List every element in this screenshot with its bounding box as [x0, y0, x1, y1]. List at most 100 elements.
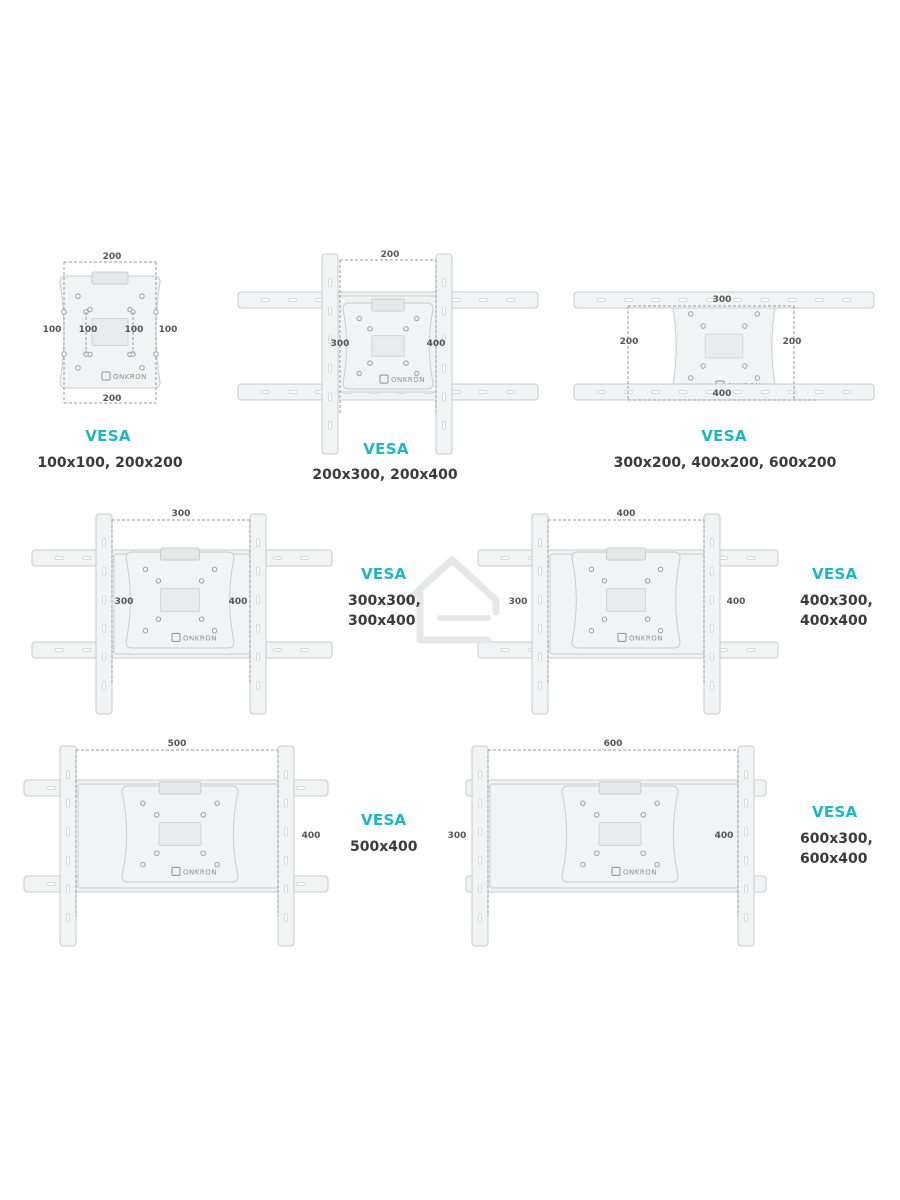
brand-logo: ONKRON [101, 371, 146, 381]
house-outline-icon [404, 556, 500, 644]
plate-window [598, 821, 642, 847]
rail-slot [705, 298, 715, 302]
brand-logo-icon [379, 374, 389, 384]
rail-slot [284, 913, 288, 922]
mount-hole [356, 370, 362, 377]
sizes-label-panel-2: 200x300, 200x400 [290, 465, 480, 485]
rail-slot [102, 623, 106, 633]
rail-slot [478, 855, 482, 865]
rail-slot [506, 298, 516, 302]
sizes-label-panel-7: 600x300, 600x400 [800, 829, 890, 869]
rail [95, 513, 113, 715]
rail-slot [442, 421, 446, 430]
brand-logo: ONKRON [379, 374, 425, 384]
mount-hole [754, 375, 760, 381]
rail-slot [506, 390, 516, 394]
dimension-right: 200 [783, 337, 802, 347]
rail-slot [328, 335, 332, 345]
rail-slot [328, 421, 332, 430]
rail-slot [744, 884, 748, 894]
rail-slot [295, 786, 305, 790]
dimension-bottom: 400 [713, 389, 732, 399]
rail-slot [478, 884, 482, 894]
rail-slot [538, 652, 542, 662]
rail-slot [284, 770, 288, 779]
rail-slot [256, 652, 260, 662]
mount-hole [75, 365, 81, 371]
brand-logo-icon [617, 632, 627, 642]
mount-hole [155, 616, 162, 622]
rail-slot [744, 827, 748, 837]
rail-slot [538, 623, 542, 633]
mount-hole [214, 800, 220, 806]
brand-logo-text: ONKRON [183, 634, 217, 642]
panel-horizontal-rails: ONKRON300400200200 [573, 291, 875, 401]
mount-hole [403, 360, 409, 366]
rail-slot [260, 298, 270, 302]
rail-slot [295, 882, 305, 886]
dimension-top: 400 [617, 509, 636, 519]
plate-hook [606, 547, 646, 561]
size-line: 400x400 [800, 613, 868, 629]
rail-slot [710, 652, 714, 662]
rail-slot [284, 827, 288, 837]
sizes-label-panel-5: 400x300, 400x400 [800, 591, 890, 631]
brand-logo-text: ONKRON [391, 376, 425, 384]
mount-hole [211, 566, 218, 572]
rail-slot [744, 798, 748, 808]
mount-hole [414, 315, 420, 322]
rail-slot [66, 913, 70, 922]
rail-slot [451, 390, 461, 394]
dimension-top: 300 [172, 509, 191, 519]
mount-hole [153, 351, 159, 357]
mount-hole [594, 850, 600, 856]
plate-window [158, 821, 202, 847]
size-line: 400x300, [800, 593, 873, 609]
mount-hole [700, 323, 706, 329]
rail-slot [273, 556, 282, 560]
sizes-label-panel-1: 100x100, 200x200 [20, 453, 200, 473]
size-line: 300x200, 400x200, 600x200 [613, 455, 837, 471]
dimension-right: 400 [727, 597, 746, 607]
rail-slot [256, 595, 260, 605]
mount-hole [657, 566, 664, 572]
rail-slot [787, 298, 797, 302]
size-line: 300x300, [348, 593, 421, 609]
rail-slot [815, 298, 824, 302]
mount-hole [142, 628, 149, 634]
watermark-house-shape [404, 556, 500, 644]
mount-hole [580, 800, 586, 806]
mount-hole [580, 862, 586, 868]
dimension-right: 400 [229, 597, 248, 607]
dimension-right: 400 [302, 831, 321, 841]
rail-slot [624, 298, 633, 302]
rail-slot [678, 298, 688, 302]
dimension-right: 400 [715, 831, 734, 841]
rail-slot [651, 298, 661, 302]
mount-hole [142, 566, 149, 572]
dimension-top: 600 [604, 739, 623, 749]
mount-hole [403, 326, 409, 332]
mount-hole [414, 370, 420, 377]
mount-hole [640, 850, 646, 856]
sizes-label-panel-4: 300x300, 300x400 [348, 591, 438, 631]
rail-slot [733, 390, 743, 394]
rail-slot [478, 913, 482, 922]
mount-hole [155, 578, 162, 584]
rail-slot [760, 298, 770, 302]
rail-slot [710, 566, 714, 576]
rail-slot [719, 648, 728, 652]
rail-slot [102, 566, 106, 576]
brand-logo: ONKRON [611, 866, 656, 876]
plate-window [704, 333, 744, 359]
brand-logo-icon [611, 866, 621, 876]
rail-slot [678, 390, 688, 394]
rail-slot [479, 298, 488, 302]
rail-slot [54, 556, 64, 560]
dimension-top: 300 [713, 295, 732, 305]
mount-hole [139, 365, 145, 371]
rail-slot [538, 681, 542, 690]
rail-slot [47, 882, 57, 886]
